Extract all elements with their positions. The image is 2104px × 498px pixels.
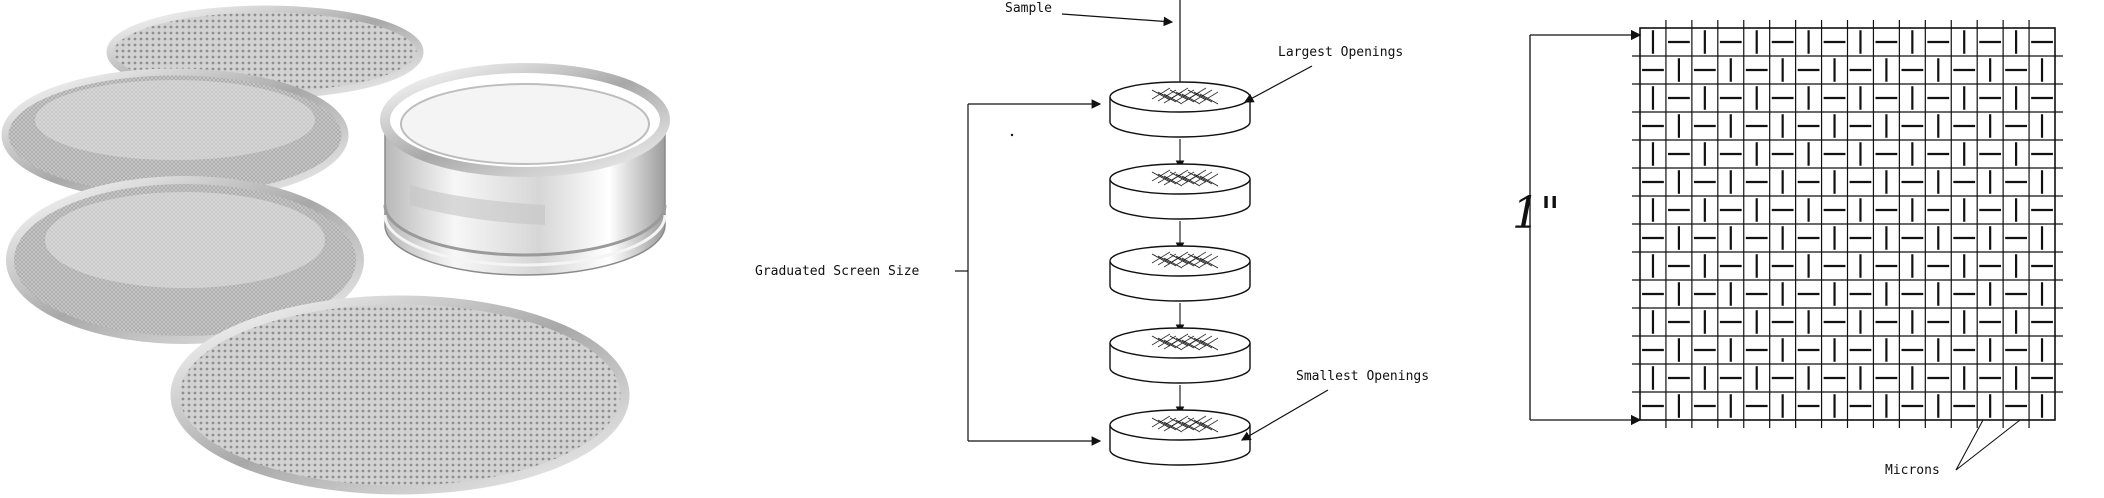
sieve-screen-front	[170, 295, 630, 495]
smallest-openings-arrow	[1240, 389, 1329, 441]
largest-openings-arrow	[1243, 65, 1313, 103]
label-microns: Microns	[1885, 463, 1940, 478]
mesh-weave-svg: 1" Microns	[1512, 20, 2063, 478]
sieve-photo-illustration	[1, 5, 670, 495]
mesh-weave-diagram: 1" Microns	[1500, 0, 2104, 498]
sieve-tray	[1109, 81, 1251, 138]
sieve-tray-stack	[1109, 81, 1251, 466]
label-largest-openings: Largest Openings	[1278, 45, 1403, 60]
sample-pointer-arrow	[1061, 13, 1174, 27]
microns-pointer-a	[1955, 419, 1984, 471]
sample-material	[1151, 251, 1219, 269]
label-one-inch: 1"	[1512, 188, 1560, 239]
sample-material	[1151, 169, 1219, 187]
sieve-screen-middle	[6, 176, 364, 344]
label-smallest-openings: Smallest Openings	[1296, 369, 1429, 384]
sieve-tray	[1109, 163, 1251, 220]
sample-material	[1151, 87, 1219, 105]
sieve-stack-diagram: Sample Largest Openings Smallest Opening…	[740, 0, 1480, 498]
sample-material	[1151, 333, 1219, 351]
mesh-grid	[1632, 20, 2063, 428]
sieve-tray	[1109, 327, 1251, 384]
microns-pointer-b	[1955, 419, 2021, 471]
sieve-tray	[1109, 245, 1251, 302]
sieve-frame-ring	[380, 63, 670, 276]
label-graduated-screen-size: Graduated Screen Size	[755, 264, 920, 279]
sieve-photo-panel	[0, 0, 760, 498]
sieve-stack-svg: Sample Largest Openings Smallest Opening…	[755, 0, 1429, 466]
sieve-tray	[1109, 409, 1251, 466]
label-sample: Sample	[1005, 1, 1052, 16]
sieve-screen-upper	[1, 68, 349, 202]
sample-material	[1151, 415, 1219, 433]
